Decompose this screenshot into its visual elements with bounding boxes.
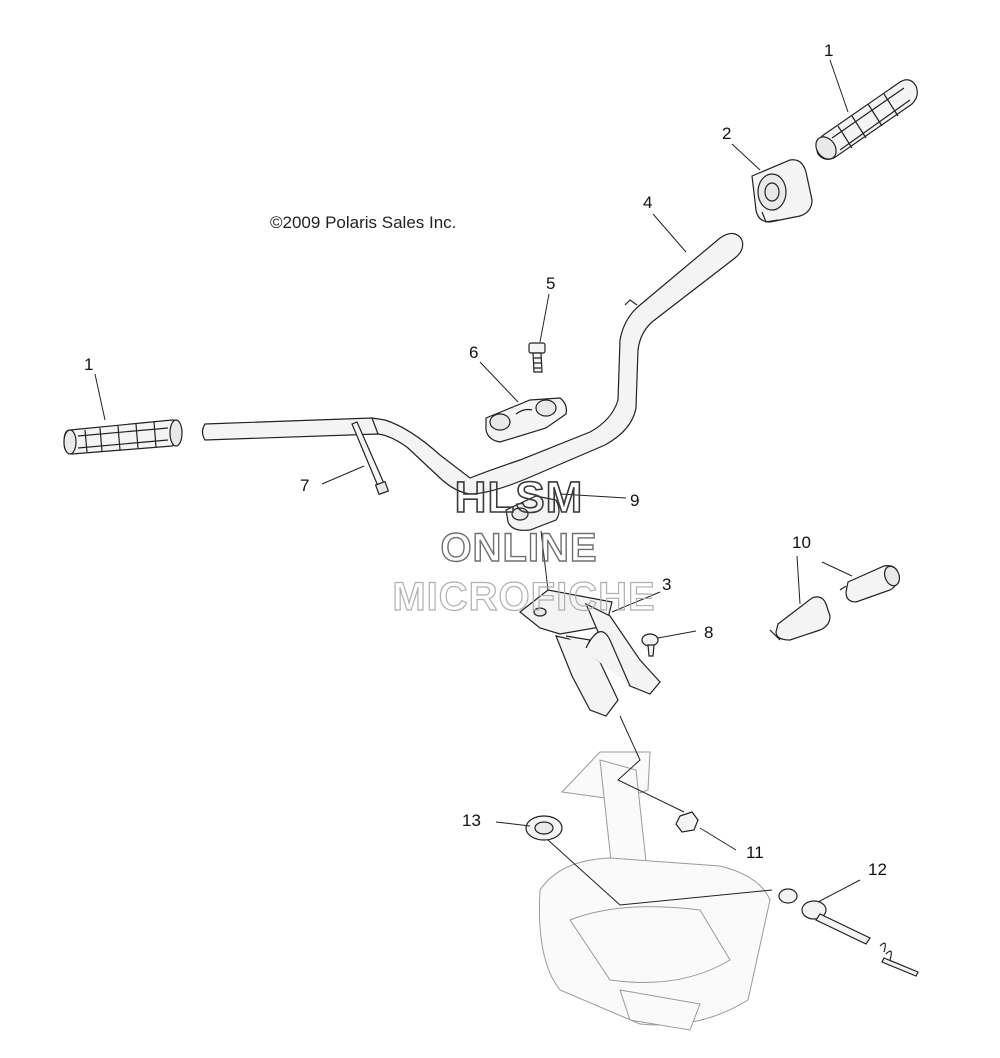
screw xyxy=(641,633,659,657)
callout-6: 6 xyxy=(469,343,478,362)
callout-1-left: 1 xyxy=(84,355,93,374)
callout-5: 5 xyxy=(546,274,555,293)
speedometer-cable xyxy=(778,888,919,977)
callout-11: 11 xyxy=(746,843,764,862)
watermark: HLSM ONLINE MICROFICHE xyxy=(392,472,656,619)
callout-7: 7 xyxy=(300,476,309,495)
leader-lines xyxy=(94,59,861,906)
lower-clamp xyxy=(505,495,560,531)
left-grip xyxy=(63,419,183,455)
steering-pod-cover xyxy=(538,751,771,1031)
upper-clamp xyxy=(485,397,567,443)
bracket xyxy=(519,589,661,717)
callout-3: 3 xyxy=(662,575,671,594)
callouts: 1 1 2 3 4 5 6 7 8 9 10 11 12 13 xyxy=(84,41,887,879)
switch-housing xyxy=(751,159,813,223)
callout-9: 9 xyxy=(630,491,639,510)
watermark-line-2: ONLINE xyxy=(440,526,597,570)
throttle-assembly xyxy=(769,565,901,641)
callout-10: 10 xyxy=(792,533,811,552)
nut xyxy=(675,811,699,833)
cable-tie xyxy=(351,421,390,496)
callout-2: 2 xyxy=(722,124,731,143)
watermark-line-3: MICROFICHE xyxy=(392,575,655,619)
bolt xyxy=(528,342,546,373)
callout-8: 8 xyxy=(704,623,713,642)
handlebar xyxy=(201,232,744,495)
grommet xyxy=(525,815,563,841)
callout-13: 13 xyxy=(462,811,481,830)
watermark-line-1: HLSM xyxy=(455,473,584,522)
callout-1-right: 1 xyxy=(824,41,833,60)
right-grip xyxy=(815,79,918,160)
callout-4: 4 xyxy=(643,193,652,212)
copyright-text: ©2009 Polaris Sales Inc. xyxy=(270,213,456,232)
callout-12: 12 xyxy=(868,860,887,879)
